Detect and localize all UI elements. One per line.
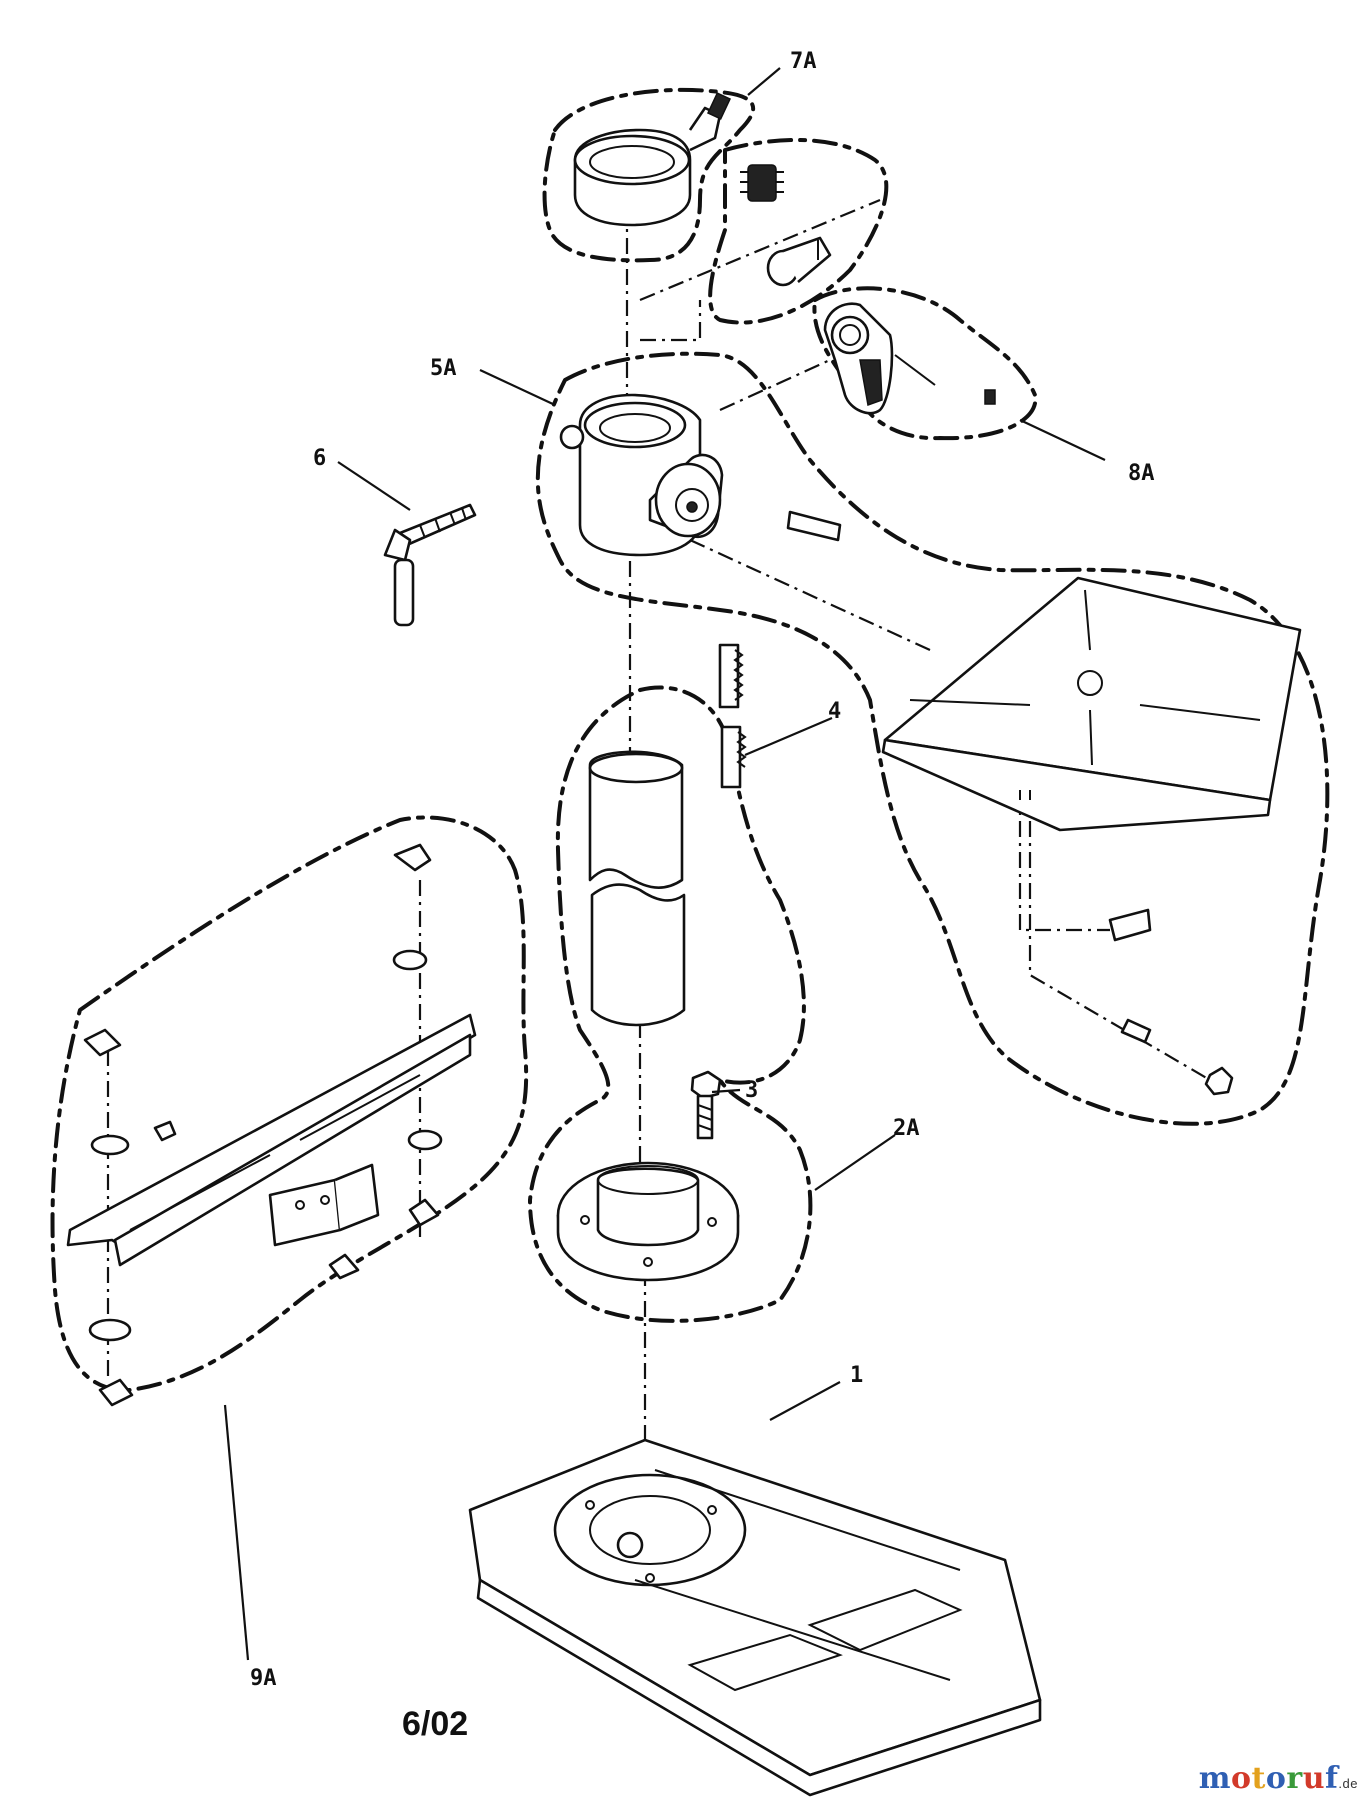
part-4-rack — [718, 643, 747, 789]
leader-1 — [769, 1381, 841, 1421]
watermark-suffix: .de — [1338, 1776, 1358, 1791]
axis-to-table — [689, 539, 931, 651]
watermark-letter: m — [1198, 1761, 1231, 1796]
part-3-bolt — [690, 1070, 722, 1140]
part-7a-collar — [573, 92, 731, 227]
group-outline-2a — [528, 685, 813, 1323]
watermark-letter: o — [1265, 1761, 1287, 1796]
group-outline-9a — [50, 815, 529, 1393]
part-5a-head — [559, 393, 842, 557]
part-column-flange — [556, 1161, 740, 1282]
group-outline-5a-upper — [708, 138, 889, 325]
watermark-letter: f — [1325, 1761, 1339, 1796]
label-part-6: 6 — [313, 446, 326, 471]
watermark-letter: o — [1231, 1761, 1252, 1796]
part-work-table — [881, 576, 1302, 832]
leader-6 — [337, 461, 411, 511]
watermark-logo: motoruf.de — [1199, 1761, 1358, 1796]
label-part-7a: 7A — [790, 49, 817, 74]
label-part-8a: 8A — [1128, 461, 1155, 486]
leader-5a — [479, 369, 556, 406]
label-part-9a: 9A — [250, 1666, 277, 1691]
part-8a-lever — [823, 302, 996, 415]
group-outline-7a — [542, 87, 756, 263]
part-9a-fence — [66, 843, 477, 1407]
part-table-bolts — [1108, 908, 1234, 1096]
part-6-lock-handle — [383, 503, 477, 627]
watermark-letters: motoruf — [1199, 1761, 1339, 1796]
axis-table-bolts-2 — [1028, 790, 1211, 1081]
axis-to-8a — [719, 358, 831, 412]
date-code: 6/02 — [402, 1705, 468, 1743]
watermark-letter: t — [1251, 1761, 1266, 1796]
label-part-5a: 5A — [430, 356, 457, 381]
part-pinion-gear — [740, 164, 784, 202]
label-part-3: 3 — [745, 1078, 758, 1103]
watermark-letter: r — [1286, 1761, 1303, 1796]
leader-2a — [814, 1134, 896, 1191]
part-crank-knob — [766, 236, 832, 287]
leader-3 — [711, 1088, 741, 1094]
label-part-4: 4 — [828, 699, 841, 724]
leader-8a — [1019, 419, 1106, 461]
axis-table-bolts — [1018, 790, 1110, 932]
group-outline-8a — [812, 286, 1038, 441]
leader-4 — [744, 716, 833, 757]
leader-9a — [223, 1404, 250, 1661]
group-outline-5a-main — [535, 351, 1330, 1126]
part-2a-column — [588, 750, 686, 1027]
axis-gear-box — [639, 198, 881, 342]
part-1-base — [468, 1438, 1042, 1797]
label-part-2a: 2A — [893, 1116, 920, 1141]
label-part-1: 1 — [850, 1363, 863, 1388]
watermark-letter: u — [1302, 1761, 1326, 1796]
leader-7a — [747, 67, 781, 96]
